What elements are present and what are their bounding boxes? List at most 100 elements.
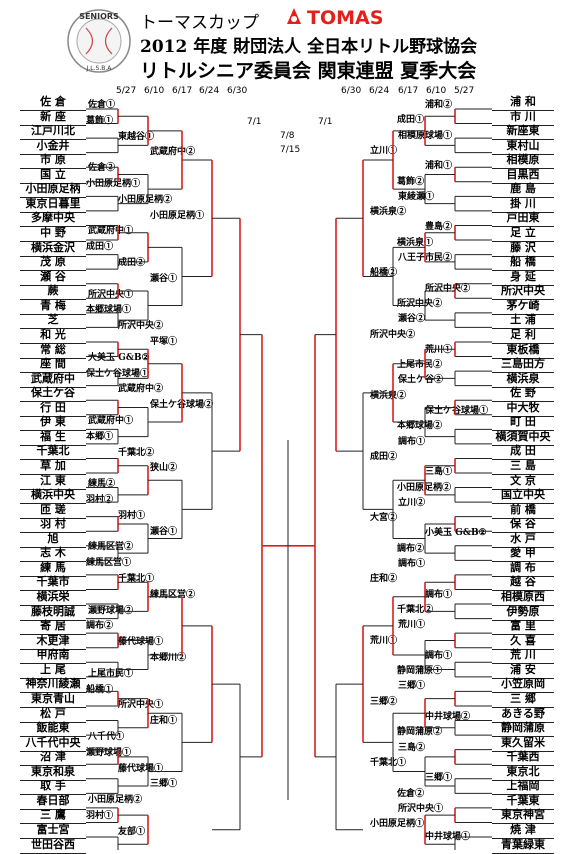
team-left: 国 立 xyxy=(20,167,86,184)
venue-left: 狭山② xyxy=(150,463,178,474)
venue-left: 友部① xyxy=(118,826,146,837)
team-right: 久 喜 xyxy=(492,633,554,650)
team-right: 前 橋 xyxy=(492,502,554,519)
venue-right: 静岡蒲原① xyxy=(397,666,443,677)
venue-left: 上尾市民① xyxy=(88,668,134,679)
team-left: 千葉北 xyxy=(20,443,86,461)
venue-right: 浦和② xyxy=(425,100,453,110)
team-right: 足 立 xyxy=(492,225,554,243)
team-right: 三島田方 xyxy=(492,356,554,374)
svg-text:TOMAS: TOMAS xyxy=(307,7,383,28)
team-right: 伊勢原 xyxy=(492,604,554,621)
team-left: 藤枝明誠 xyxy=(20,604,86,621)
team-left: 飯能東 xyxy=(20,720,86,738)
venue-left: 本郷川② xyxy=(150,653,187,663)
team-right: 越 谷 xyxy=(492,574,554,592)
team-left: 匝 瑳 xyxy=(20,502,86,519)
venue-right: 立川② xyxy=(398,497,426,508)
venue-right: 瀬谷② xyxy=(398,314,426,325)
svg-text:SENIORS: SENIORS xyxy=(79,12,119,21)
team-right: 文 京 xyxy=(492,473,554,490)
venue-right: 横浜泉② xyxy=(370,390,407,401)
team-right: 鹿 島 xyxy=(492,181,554,199)
round-date-left: 6/10 xyxy=(144,86,165,96)
venue-right: 立川① xyxy=(370,145,398,156)
venue-right: 調布① xyxy=(425,589,453,600)
venue-right: 中井球場② xyxy=(425,712,471,722)
team-left: 江戸川北 xyxy=(20,123,86,141)
team-right: 東京神宮 xyxy=(492,807,554,825)
venue-left: 調布② xyxy=(86,621,114,632)
team-right: 浦 和 xyxy=(492,94,554,111)
venue-left: 羽村② xyxy=(86,495,114,505)
venue-left: 船橋① xyxy=(86,684,114,695)
venue-right: 豊島② xyxy=(425,222,453,233)
team-left: 甲府南 xyxy=(20,647,86,665)
venue-left: 小田原足柄② xyxy=(88,795,143,806)
venue-left: 所沢中央① xyxy=(88,289,134,300)
team-right: 愛 甲 xyxy=(492,545,554,563)
team-left: 青 梅 xyxy=(20,298,86,315)
team-left: 志 木 xyxy=(20,545,86,563)
team-right: 佐 野 xyxy=(492,385,554,403)
team-left: 横浜中央 xyxy=(20,487,86,505)
round-date-right: 6/24 xyxy=(369,86,390,96)
team-right: 富 里 xyxy=(492,618,554,636)
team-left: 八千代中央 xyxy=(20,735,86,752)
team-right: 相模原西 xyxy=(492,589,554,607)
venue-right: 千葉北① xyxy=(370,757,407,768)
team-right: 三 島 xyxy=(492,458,554,475)
team-right: 東村山 xyxy=(492,138,554,155)
venue-right: 本郷球場② xyxy=(397,421,443,432)
team-right: 船 橋 xyxy=(492,254,554,272)
venue-left: 羽村① xyxy=(86,811,114,821)
team-left: 東京日暮里 xyxy=(20,196,86,213)
team-left: 芝 xyxy=(20,312,86,330)
team-left: 蕨 xyxy=(20,283,86,301)
team-left: 保土ケ谷 xyxy=(20,385,86,403)
venue-left: 八千代① xyxy=(88,732,125,742)
venue-right: 三郷① xyxy=(398,681,426,692)
tournament-title: リトルシニア委員会 関東連盟 夏季大会 xyxy=(140,60,477,82)
venue-left: 武蔵府中① xyxy=(88,226,134,237)
round-date-left: 6/17 xyxy=(172,86,193,96)
team-left: 茂 原 xyxy=(20,254,86,272)
venue-left: 葛飾① xyxy=(86,115,114,126)
venue-right: 浦和① xyxy=(425,161,453,172)
venue-right: 保土ケ谷② xyxy=(398,375,444,386)
tomas-logo: TOMAS xyxy=(287,7,383,28)
venue-right: 葛飾② xyxy=(397,176,425,187)
venue-right: 東綾瀬① xyxy=(398,191,435,202)
team-left: 松 戸 xyxy=(20,706,86,723)
venue-right: 横浜泉② xyxy=(370,207,407,218)
final-date: 7/8 xyxy=(280,131,295,141)
venue-right: 調布② xyxy=(397,543,425,554)
venue-right: 荒川① xyxy=(398,620,426,631)
venue-left: 瀬谷① xyxy=(150,526,178,537)
venue-right: 大宮② xyxy=(370,513,398,524)
team-right: 土 浦 xyxy=(492,312,554,330)
venue-right: 三郷② xyxy=(370,696,398,707)
venue-right: 成田② xyxy=(370,451,398,462)
venue-left: 本郷① xyxy=(86,431,114,442)
venue-left: 三郷① xyxy=(150,779,178,790)
team-left: 常 総 xyxy=(20,342,86,359)
team-left: 多摩中央 xyxy=(20,210,86,228)
team-left: 寄 居 xyxy=(20,618,86,636)
venue-left: 庄和① xyxy=(150,716,178,727)
team-left: 小田原足柄 xyxy=(20,181,86,199)
venue-right: 横浜泉① xyxy=(397,237,434,248)
team-left: 福 生 xyxy=(20,429,86,446)
venue-left: 平塚① xyxy=(150,337,178,347)
venue-left: 本郷球場① xyxy=(86,305,132,316)
venue-right: 三郷① xyxy=(425,773,453,784)
venue-right: 千葉北② xyxy=(397,604,434,615)
team-right: 掛 川 xyxy=(492,196,554,213)
venue-right: 所沢中央① xyxy=(398,803,444,814)
venue-right: 成田① xyxy=(397,115,425,126)
team-left: 東京青山 xyxy=(20,691,86,708)
team-left: 小金井 xyxy=(20,138,86,155)
round-date-left: 5/27 xyxy=(116,86,137,96)
team-right: 目黒西 xyxy=(492,167,554,184)
team-right: 上福岡 xyxy=(492,778,554,796)
